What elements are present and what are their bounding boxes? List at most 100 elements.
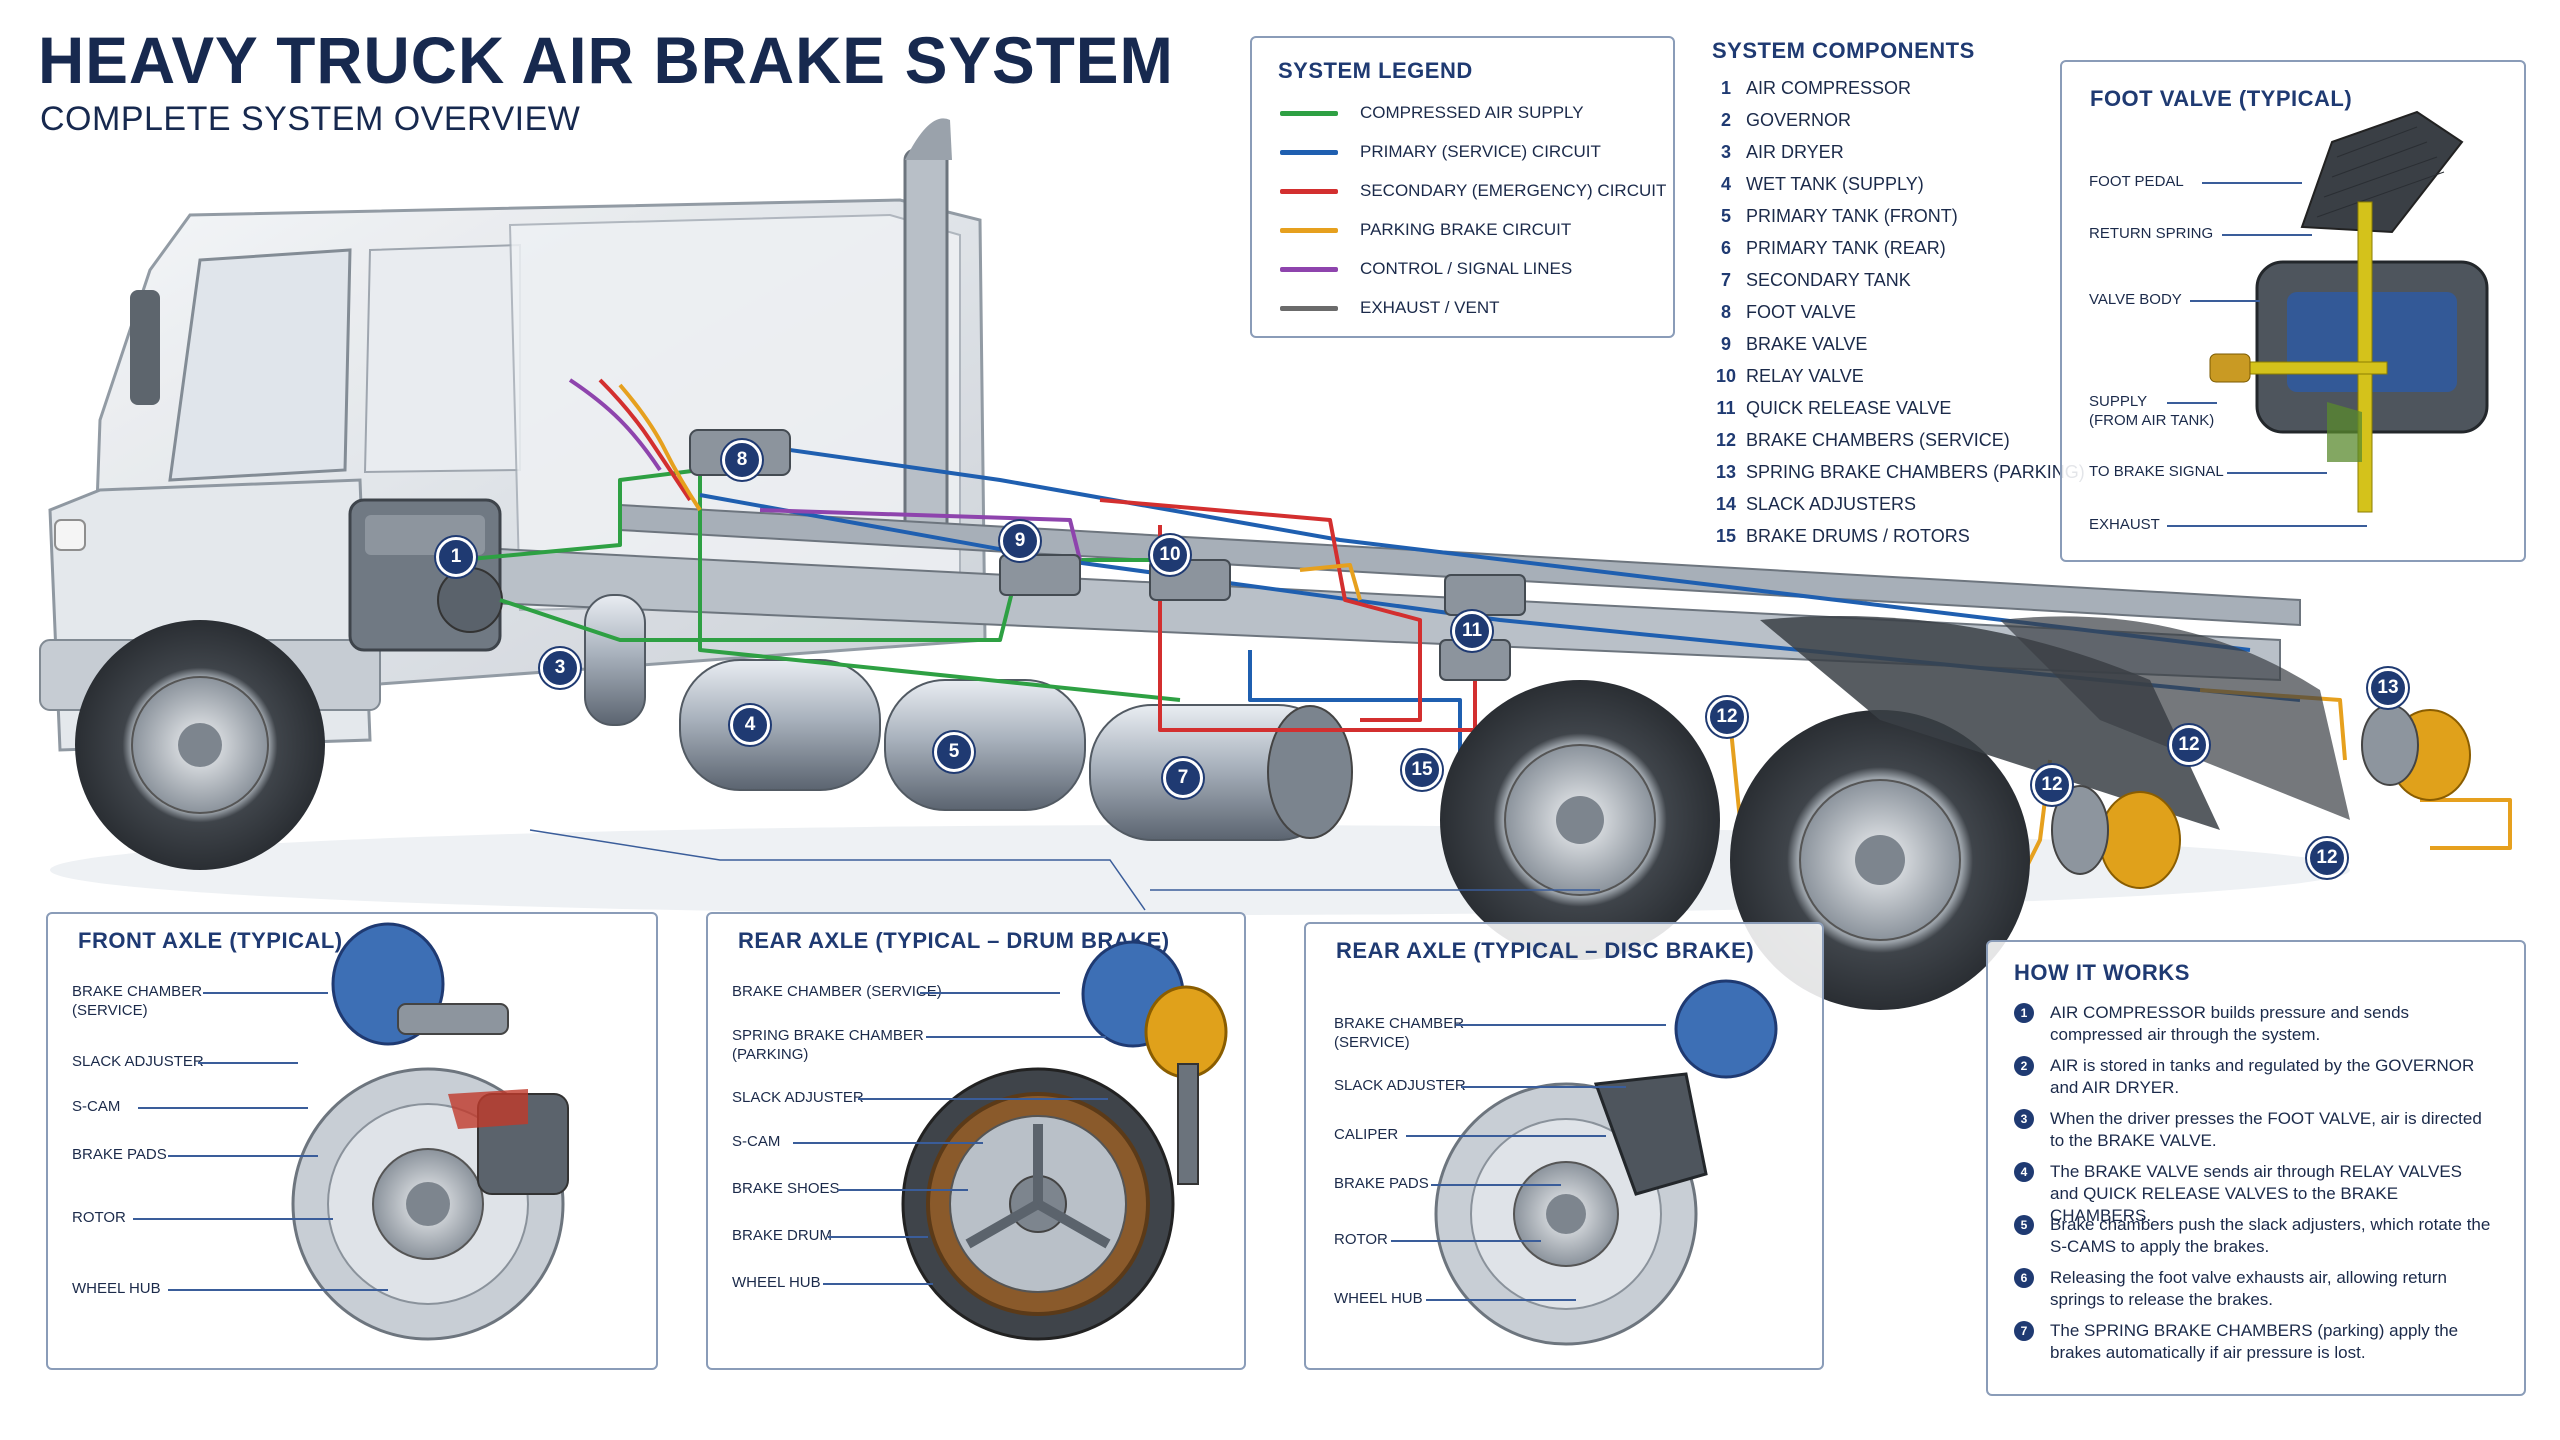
- front-axle-label: BRAKE PADS: [72, 1146, 167, 1163]
- legend-label: CONTROL / SIGNAL LINES: [1360, 259, 1573, 278]
- inset-leader-lines: [529, 829, 1600, 911]
- foot-valve-illustration: [2209, 110, 2489, 513]
- front-axle-label: ROTOR: [72, 1209, 126, 1226]
- foot-valve-panel: FOOT VALVE (TYPICAL) FOOT PEDAL RETURN S…: [2060, 60, 2526, 562]
- leader-line: [168, 1155, 318, 1157]
- leader-line: [1431, 1184, 1561, 1186]
- callout-bubble: 10: [1150, 535, 1190, 575]
- leader-line: [920, 992, 1060, 994]
- air-lines: [459, 438, 2512, 881]
- legend-item: COMPRESSED AIR SUPPLY: [1280, 98, 1584, 128]
- legend-label: PARKING BRAKE CIRCUIT: [1360, 220, 1572, 239]
- callout-bubble: 3: [540, 648, 580, 688]
- rear-disc-label: WHEEL HUB: [1334, 1290, 1423, 1307]
- leader-line: [1406, 1135, 1606, 1137]
- legend-label: COMPRESSED AIR SUPPLY: [1360, 103, 1584, 122]
- leader-line: [926, 1036, 1106, 1038]
- leader-line: [203, 992, 328, 994]
- foot-valve-title: FOOT VALVE (TYPICAL): [2090, 86, 2353, 111]
- leader-line: [2227, 472, 2327, 474]
- rear-drum-label: WHEEL HUB: [732, 1274, 821, 1291]
- rear-disc-panel: REAR AXLE (TYPICAL – DISC BRAKE) BRAKE C…: [1304, 922, 1824, 1370]
- air-tanks: [584, 594, 1353, 841]
- rear-disc-label: SLACK ADJUSTER: [1334, 1077, 1466, 1094]
- leader-line: [138, 1107, 308, 1109]
- rear-drum-title: REAR AXLE (TYPICAL – DRUM BRAKE): [738, 928, 1170, 953]
- legend-title: SYSTEM LEGEND: [1278, 58, 1473, 83]
- rear-drum-label: SLACK ADJUSTER: [732, 1089, 864, 1106]
- front-axle-panel: FRONT AXLE (TYPICAL) BRAKE CHAMBER (SERV…: [46, 912, 658, 1370]
- callout-bubble: 11: [1452, 611, 1492, 651]
- leader-line: [2222, 234, 2312, 236]
- callout-bubble: 12: [2032, 765, 2072, 805]
- legend-swatch: [1280, 266, 1338, 272]
- legend-swatch: [1280, 305, 1338, 311]
- rear-disc-label: ROTOR: [1334, 1231, 1388, 1248]
- rear-drum-illustration: [901, 940, 1228, 1341]
- valves: [689, 429, 1526, 681]
- foot-valve-label: FOOT PEDAL: [2089, 173, 2184, 190]
- leader-line: [133, 1218, 333, 1220]
- rear-disc-title: REAR AXLE (TYPICAL – DISC BRAKE): [1336, 938, 1755, 963]
- page-title: HEAVY TRUCK AIR BRAKE SYSTEM: [38, 23, 1174, 97]
- rear-drum-panel: REAR AXLE (TYPICAL – DRUM BRAKE) BRAKE C…: [706, 912, 1246, 1370]
- legend-item: SECONDARY (EMERGENCY) CIRCUIT: [1280, 176, 1666, 206]
- legend-item: CONTROL / SIGNAL LINES: [1280, 254, 1572, 284]
- rear-disc-label: CALIPER: [1334, 1126, 1399, 1143]
- foot-valve-label: TO BRAKE SIGNAL: [2089, 463, 2224, 480]
- callout-bubble: 9: [1000, 521, 1040, 561]
- rear-drum-label: BRAKE CHAMBER (SERVICE): [732, 983, 942, 1000]
- callout-bubble: 12: [2307, 838, 2347, 878]
- leader-line: [1426, 1299, 1576, 1301]
- legend-swatch: [1280, 188, 1338, 194]
- leader-line: [168, 1289, 388, 1291]
- legend-item: PRIMARY (SERVICE) CIRCUIT: [1280, 137, 1601, 167]
- how-it-works-title: HOW IT WORKS: [2014, 960, 2190, 985]
- legend-swatch: [1280, 227, 1338, 233]
- page-subtitle: COMPLETE SYSTEM OVERVIEW: [40, 100, 581, 138]
- callout-bubble: 1: [436, 537, 476, 577]
- exhaust-stack: [903, 118, 952, 542]
- callout-bubble: 15: [1402, 750, 1442, 790]
- foot-valve-label: VALVE BODY: [2089, 291, 2182, 308]
- leader-line: [828, 1236, 928, 1238]
- air-compressor: [348, 498, 503, 652]
- rear-drum-label: BRAKE DRUM: [732, 1227, 833, 1244]
- callout-bubble: 4: [730, 705, 770, 745]
- leader-line: [793, 1142, 983, 1144]
- legend-item: EXHAUST / VENT: [1280, 293, 1500, 323]
- front-axle-label: SLACK ADJUSTER: [72, 1053, 204, 1070]
- legend-swatch: [1280, 149, 1338, 155]
- leader-line: [2167, 525, 2367, 527]
- legend-label: SECONDARY (EMERGENCY) CIRCUIT: [1360, 181, 1667, 200]
- brake-chambers: [2051, 704, 2471, 889]
- callout-bubble: 8: [722, 440, 762, 480]
- coiled-air-lines: [568, 378, 702, 512]
- rear-drum-label: BRAKE SHOES: [732, 1180, 840, 1197]
- front-axle-illustration: [291, 922, 569, 1341]
- callout-bubble: 12: [1707, 697, 1747, 737]
- leader-line: [858, 1098, 1108, 1100]
- front-axle-label: BRAKE CHAMBER (SERVICE): [72, 983, 203, 1019]
- components-title: SYSTEM COMPONENTS: [1712, 38, 1975, 63]
- leader-line: [2167, 402, 2217, 404]
- leader-line: [1456, 1024, 1666, 1026]
- foot-valve-label: EXHAUST: [2089, 516, 2160, 533]
- legend-label: PRIMARY (SERVICE) CIRCUIT: [1360, 142, 1601, 161]
